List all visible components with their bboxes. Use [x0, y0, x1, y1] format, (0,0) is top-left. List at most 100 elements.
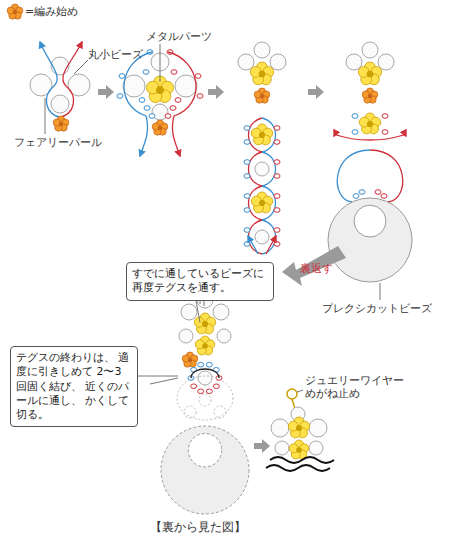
seed-bead	[353, 194, 359, 199]
seed-bead	[274, 242, 280, 247]
seed-bead	[206, 362, 212, 367]
callout-text: すでに通しているビーズに 再度テグスを通す。	[132, 267, 268, 296]
pearl	[254, 42, 270, 58]
metal-part	[289, 440, 308, 459]
part-label: プレクシカットビーズ	[322, 302, 432, 315]
thread	[40, 42, 62, 118]
thread	[337, 150, 370, 202]
seed-bead	[198, 389, 204, 394]
thread	[58, 42, 82, 118]
pearl	[346, 54, 362, 70]
thread	[249, 220, 263, 254]
pearl	[275, 441, 289, 455]
start-mark	[182, 352, 198, 367]
plexi-cut-bead	[161, 426, 249, 514]
thread	[266, 465, 330, 471]
seed-bead	[244, 228, 250, 233]
pearl	[184, 406, 196, 418]
seed-bead	[244, 140, 250, 145]
pearl	[309, 419, 327, 437]
ghost-outline	[177, 376, 233, 420]
metal-part	[251, 192, 272, 213]
seed-bead	[274, 208, 280, 213]
pearl	[270, 54, 286, 70]
seed-bead	[197, 94, 203, 99]
metal-part	[288, 417, 309, 438]
pearl	[213, 304, 229, 320]
seed-bead	[274, 126, 280, 131]
callout-tail	[138, 376, 178, 377]
seed-bead	[375, 190, 381, 195]
pearl	[123, 75, 145, 97]
callout-box: すでに通しているビーズに 再度テグスを通す。	[126, 262, 274, 301]
thread	[168, 52, 196, 156]
pearl	[214, 406, 226, 418]
leader-line	[74, 60, 88, 74]
thread	[262, 220, 276, 254]
seed-bead	[382, 114, 388, 119]
thread	[370, 135, 406, 140]
pearl	[255, 162, 269, 176]
seed-bead	[175, 98, 181, 103]
plexi-cut-bead	[328, 198, 412, 282]
leader-line	[380, 283, 381, 300]
seed-bead	[244, 126, 250, 131]
wire-loop	[287, 389, 297, 399]
thread	[262, 152, 276, 186]
metal-part	[195, 336, 214, 355]
seed-bead	[213, 384, 219, 389]
pearl	[181, 304, 197, 320]
start-mark	[53, 116, 69, 131]
metal-part	[358, 62, 381, 85]
thread	[370, 150, 403, 202]
pearl	[51, 95, 69, 113]
turn-arrow	[282, 246, 346, 286]
seed-bead	[244, 242, 250, 247]
pearl	[255, 230, 269, 244]
seed-bead	[352, 114, 358, 119]
seed-bead	[244, 160, 250, 165]
seed-bead	[198, 362, 204, 367]
seed-bead	[244, 208, 250, 213]
step-arrow	[98, 85, 114, 99]
seed-bead	[143, 70, 149, 75]
thread	[124, 52, 152, 156]
callout-box: テグスの終わりは、 適度に引きしめて 2〜3回固く結び、 近くのパールに通し、 …	[10, 346, 138, 427]
seed-bead	[274, 160, 280, 165]
pearl	[179, 329, 193, 343]
thread	[262, 118, 276, 152]
seed-bead	[171, 70, 177, 75]
pearl	[362, 42, 378, 58]
step-arrow	[308, 85, 324, 99]
seed-bead	[191, 384, 197, 389]
thread	[248, 236, 258, 254]
seed-bead	[170, 106, 176, 111]
pearl	[198, 371, 212, 385]
pearl	[51, 57, 69, 75]
thread	[150, 378, 178, 384]
start-mark	[152, 120, 168, 135]
leader-line	[45, 98, 46, 134]
part-label: 丸小ビーズ	[88, 48, 143, 61]
thread	[334, 135, 370, 140]
seed-bead	[244, 194, 250, 199]
pearl	[175, 75, 197, 97]
seed-bead	[381, 194, 387, 199]
start-mark	[362, 88, 378, 103]
metal-part	[194, 313, 215, 334]
thread	[262, 186, 276, 220]
seed-bead	[139, 98, 145, 103]
seed-bead	[244, 174, 250, 179]
leader-line	[297, 390, 303, 392]
seed-bead	[119, 74, 125, 79]
part-label: フェアリーパール	[14, 136, 102, 149]
part-label: 裏返す	[300, 262, 333, 275]
thread	[266, 236, 276, 254]
start-mark	[254, 88, 270, 103]
seed-bead	[274, 228, 280, 233]
seed-bead	[144, 106, 150, 111]
leader-line	[200, 300, 201, 304]
step-arrow	[254, 439, 270, 453]
seed-bead	[206, 389, 212, 394]
pearl	[271, 419, 289, 437]
